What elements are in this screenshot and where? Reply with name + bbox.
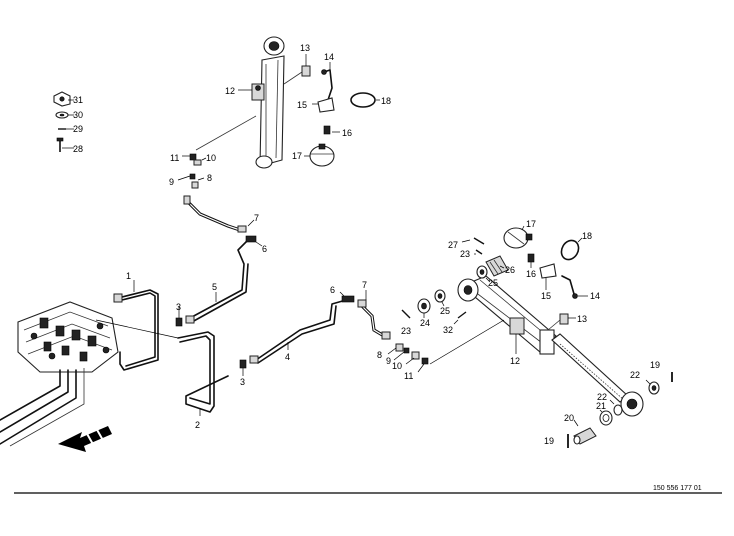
- fitting-13-lower: [547, 313, 576, 331]
- callout-28: 28: [73, 144, 83, 154]
- fitting-16-lower: [527, 253, 535, 268]
- callout-20: 20: [564, 413, 574, 423]
- callout-21: 21: [596, 401, 606, 411]
- callout-9-upper: 9: [169, 177, 174, 187]
- pipe-4: [249, 299, 347, 364]
- callout-13-lower: 13: [577, 314, 587, 324]
- callout-30: 30: [73, 110, 83, 120]
- washer-22-lower: [609, 399, 623, 416]
- callout-17-upper: 17: [292, 151, 302, 161]
- callout-3-lower: 3: [240, 377, 245, 387]
- pipe-14-lower: [561, 275, 588, 299]
- ring-18-upper: [350, 92, 380, 108]
- direction-arrow-icon: [58, 426, 112, 452]
- callout-10-lower: 10: [392, 361, 402, 371]
- bracket-15-lower: [539, 263, 557, 290]
- fittings-lower-group: [387, 343, 429, 373]
- pin-23-lower: [401, 309, 411, 319]
- lower-left-pipes: [0, 368, 85, 447]
- bolt-31: [53, 91, 74, 107]
- callout-25-lower: 25: [440, 306, 450, 316]
- callout-16-upper: 16: [342, 128, 352, 138]
- callout-17-lower: 17: [526, 219, 536, 229]
- callout-19-lower: 19: [544, 436, 554, 446]
- bolt-32: [453, 311, 467, 325]
- callout-25-upper: 25: [488, 278, 498, 288]
- pin-23-upper: [474, 249, 483, 255]
- fittings-upper-group: [177, 115, 257, 189]
- document-number: 150 556 177 01: [653, 485, 702, 492]
- callout-8-upper: 8: [207, 173, 212, 183]
- callout-19-upper: 19: [650, 360, 660, 370]
- bracket-15-upper: [312, 97, 335, 113]
- fitting-6-lower: [339, 291, 355, 303]
- callout-4: 4: [285, 352, 290, 362]
- callout-12-lower: 12: [510, 356, 520, 366]
- callout-16-lower: 16: [526, 269, 536, 279]
- callout-26: 26: [505, 265, 515, 275]
- washer-21: [599, 409, 613, 426]
- callout-24: 24: [420, 318, 430, 328]
- callout-18-lower: 18: [582, 231, 592, 241]
- fitting-13-upper: [283, 54, 311, 85]
- ring-18-lower: [560, 237, 583, 261]
- callout-23-upper: 23: [460, 249, 470, 259]
- callout-18-upper: 18: [381, 96, 391, 106]
- callout-3-upper: 3: [176, 302, 181, 312]
- accumulator-17-upper: [304, 143, 335, 167]
- washer-25-lower: [434, 289, 446, 307]
- washer-22-upper: [645, 379, 660, 395]
- callout-6-upper: 6: [262, 244, 267, 254]
- pin-27: [461, 237, 485, 245]
- callout-23-lower: 23: [401, 326, 411, 336]
- callout-14-lower: 14: [590, 291, 600, 301]
- callout-7-lower: 7: [362, 280, 367, 290]
- screw-28: [56, 137, 74, 152]
- callout-22-upper: 22: [630, 370, 640, 380]
- callout-14-upper: 14: [324, 52, 334, 62]
- fitting-3-upper: [175, 306, 183, 327]
- callout-11-lower: 11: [404, 371, 413, 381]
- callout-9-lower: 9: [386, 356, 391, 366]
- callout-7-upper: 7: [254, 213, 259, 223]
- callout-13-upper: 13: [300, 43, 310, 53]
- fitting-3-lower: [239, 359, 247, 376]
- callout-15-lower: 15: [541, 291, 551, 301]
- callout-6-lower: 6: [330, 285, 335, 295]
- piston-rod: [551, 333, 644, 417]
- pipe-14-upper: [321, 62, 333, 101]
- hose-7-lower: [357, 290, 391, 340]
- callout-22-lower: 22: [597, 392, 607, 402]
- fitting-6-upper: [245, 235, 263, 247]
- pipe-1: [113, 280, 159, 371]
- pipe-5: [185, 239, 249, 324]
- sleeve-26: [485, 255, 509, 277]
- callout-5: 5: [212, 282, 217, 292]
- callout-11-upper: 11: [170, 153, 179, 163]
- callout-1: 1: [126, 271, 131, 281]
- cylinder-12-upper: [238, 36, 285, 169]
- fitting-16-upper: [323, 125, 340, 135]
- control-valve-block: [17, 301, 119, 373]
- callout-15-upper: 15: [297, 100, 307, 110]
- callout-8-lower: 8: [377, 350, 382, 360]
- callout-12-upper: 12: [225, 86, 235, 96]
- callout-31: 31: [73, 95, 83, 105]
- callout-29: 29: [73, 124, 83, 134]
- cylinder-12-lower: [429, 275, 557, 365]
- callouts: 1 2 3 3 4 5 6 6 7 7 8 8 9 9 10 10 11 11 …: [73, 43, 660, 446]
- callout-10-upper: 10: [206, 153, 216, 163]
- pin-20: [573, 419, 597, 445]
- callout-27: 27: [448, 240, 458, 250]
- washer-25-upper: [476, 265, 491, 283]
- callout-32: 32: [443, 325, 453, 335]
- pipe-2: [95, 319, 229, 416]
- accumulator-17-lower: [503, 225, 533, 249]
- washer-30: [55, 111, 74, 119]
- callout-2: 2: [195, 420, 200, 430]
- washer-24: [417, 298, 431, 318]
- hose-7-upper: [183, 195, 255, 233]
